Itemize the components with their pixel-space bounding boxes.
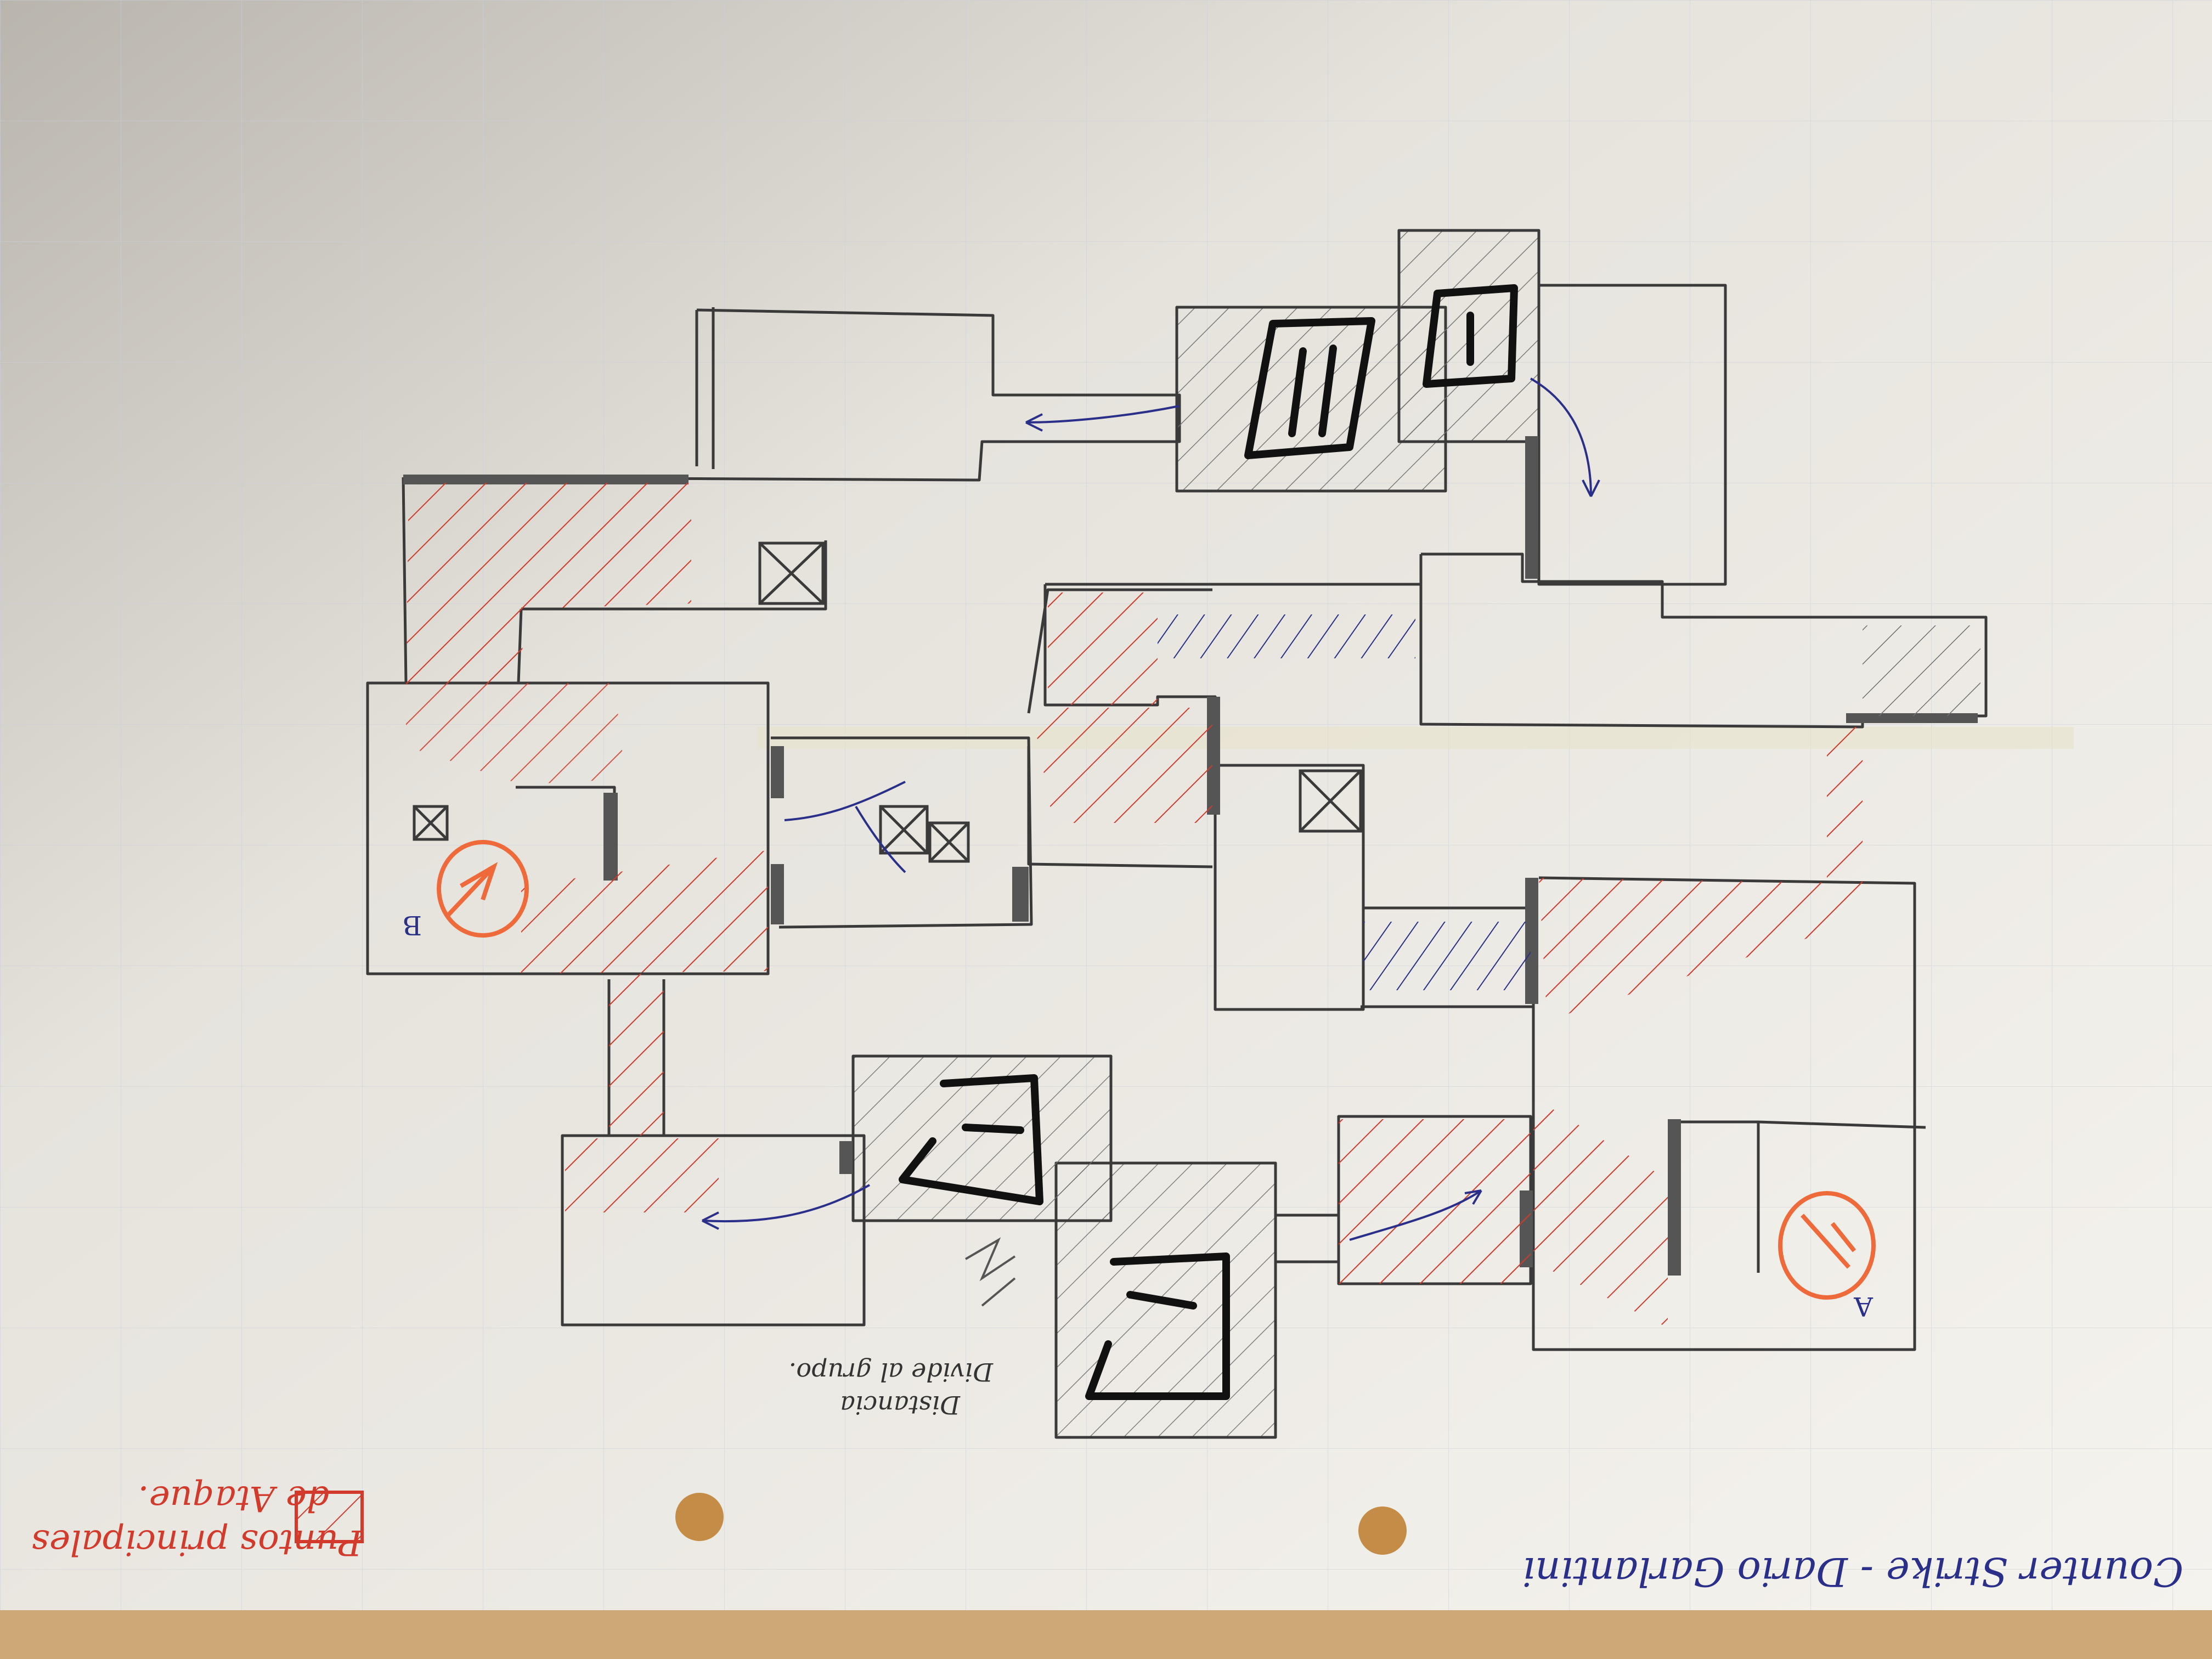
- binder-hole: [675, 1493, 724, 1541]
- distance-note-line2: Divide al grupo.: [789, 1357, 994, 1387]
- site-b-label: B: [403, 910, 422, 940]
- legend-text-line2: de Ataque.: [138, 1478, 329, 1519]
- binder-hole: [1358, 1506, 1407, 1555]
- distance-note-line1: Distancia: [840, 1390, 961, 1420]
- footer-note-text: Counter Strike - Dario Garlantini: [1522, 1549, 2183, 1595]
- footer-note: Counter Strike - Dario Garlantini: [1522, 1549, 2183, 1595]
- legend-text-line1: Puntos principales: [31, 1522, 363, 1562]
- gray-zone: [1863, 625, 1980, 716]
- site-a-label: A: [1853, 1291, 1874, 1322]
